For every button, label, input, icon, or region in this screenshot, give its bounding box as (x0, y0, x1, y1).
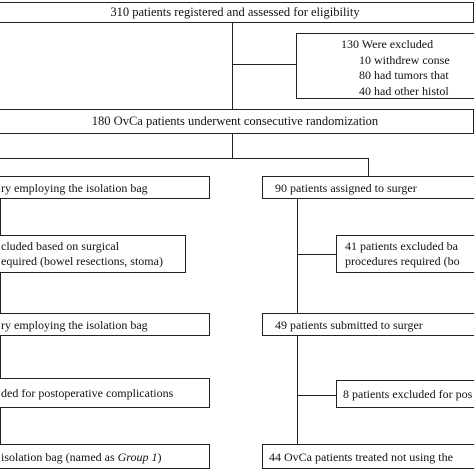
excluded-box: 130 Were excluded 10 withdrew conse 80 h… (296, 33, 474, 99)
left-excl-post-text: ded for postoperative complications (1, 386, 174, 400)
left-assigned-box: ry employing the isolation bag (0, 176, 210, 199)
right-excl-surgical-line-2: procedures required (bo (345, 254, 460, 268)
left-submitted-text: ry employing the isolation bag (1, 318, 148, 332)
right-excl-surgical-box: 41 patients excluded ba procedures requi… (336, 235, 474, 273)
left-excl-post-box: ded for postoperative complications (0, 378, 210, 408)
left-final-prefix: isolation bag (named as (1, 450, 118, 464)
connector-right-excl1 (297, 254, 336, 255)
right-excl-post-box: 8 patients excluded for pos (336, 380, 474, 408)
right-final-text: 44 OvCa patients treated not using the (269, 450, 453, 464)
left-excl-surgical-line-1: cluded based on surgical (1, 239, 120, 253)
connector-right-excl2 (297, 395, 336, 396)
excluded-line-1: 10 withdrew conse (359, 52, 450, 67)
right-assigned-box: 90 patients assigned to surger (262, 176, 474, 199)
left-final-group: Group 1 (117, 450, 158, 464)
eligibility-text: 310 patients registered and assessed for… (110, 5, 360, 19)
right-submitted-text: 49 patients submitted to surger (275, 318, 423, 332)
left-submitted-box: ry employing the isolation bag (0, 313, 210, 336)
connector-right-split-down (368, 158, 369, 176)
connector-split (0, 158, 368, 159)
excluded-title: 130 Were excluded (341, 37, 434, 51)
left-final-suffix: ) (157, 450, 162, 464)
right-excl-surgical-line-1: 41 patients excluded ba (345, 239, 458, 253)
left-final-box: isolation bag (named as Group 1) (0, 444, 210, 469)
connector-to-excluded (232, 64, 296, 65)
right-assigned-text: 90 patients assigned to surger (275, 181, 417, 195)
right-final-box: 44 OvCa patients treated not using the (262, 444, 474, 469)
excluded-line-2: 80 had tumors that (359, 68, 449, 82)
eligibility-box: 310 patients registered and assessed for… (0, 2, 474, 23)
connector-rand-down (232, 133, 233, 158)
right-submitted-box: 49 patients submitted to surger (262, 313, 474, 336)
left-excl-surgical-box: cluded based on surgical equired (bowel … (0, 235, 186, 273)
right-excl-post-text: 8 patients excluded for pos (343, 387, 473, 401)
connector-top-down (232, 22, 233, 110)
randomization-box: 180 OvCa patients underwent consecutive … (0, 109, 474, 134)
excluded-line-3: 40 had other histol (359, 83, 449, 98)
left-excl-surgical-line-2: equired (bowel resections, stoma) (1, 254, 163, 268)
randomization-text: 180 OvCa patients underwent consecutive … (91, 114, 379, 128)
left-assigned-text: ry employing the isolation bag (1, 181, 148, 195)
